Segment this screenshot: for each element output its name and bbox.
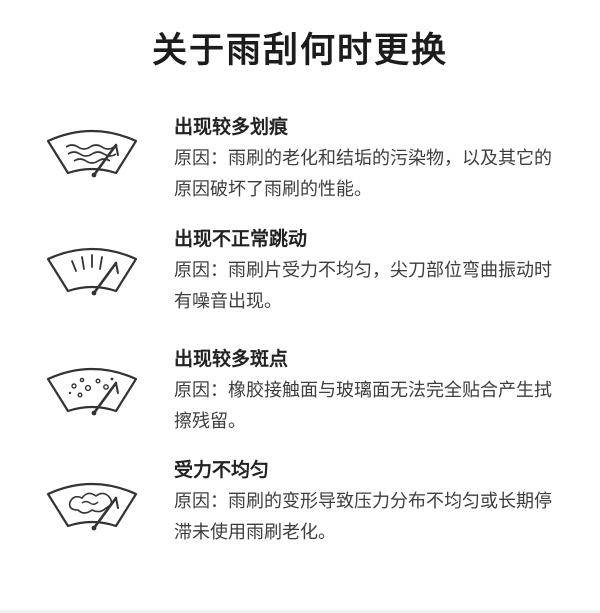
windshield-uneven-icon <box>44 476 140 532</box>
list-item-jumping: 出现不正常跳动 原因：雨刷片受力不均匀，尖刀部位弯曲振动时有噪音出现。 <box>0 227 600 337</box>
item-heading: 受力不均匀 <box>174 459 270 481</box>
item-description: 原因：橡胶接触面与玻璃面无法完全贴合产生拭擦残留。 <box>174 380 552 432</box>
item-description: 原因：雨刷的老化和结垢的污染物，以及其它的原因破坏了雨刷的性能。 <box>174 148 552 200</box>
item-heading: 出现较多斑点 <box>174 348 289 370</box>
page-title: 关于雨刮何时更换 <box>151 31 448 71</box>
item-heading: 出现较多划痕 <box>174 116 289 138</box>
list-item-scratches: 出现较多划痕 原因：雨刷的老化和结垢的污染物，以及其它的原因破坏了雨刷的性能。 <box>0 115 600 225</box>
windshield-jumping-icon <box>44 241 140 297</box>
windshield-spots-icon <box>44 361 140 417</box>
item-description: 原因：雨刷的变形导致压力分布不均匀或长期停滞未使用雨刷老化。 <box>174 491 552 543</box>
item-heading: 出现不正常跳动 <box>174 228 308 250</box>
list-item-uneven: 受力不均匀 原因：雨刷的变形导致压力分布不均匀或长期停滞未使用雨刷老化。 <box>0 458 600 568</box>
list-item-spots: 出现较多斑点 原因：橡胶接触面与玻璃面无法完全贴合产生拭擦残留。 <box>0 347 600 457</box>
item-description: 原因：雨刷片受力不均匀，尖刀部位弯曲振动时有噪音出现。 <box>174 260 552 312</box>
bottom-divider <box>0 610 600 613</box>
windshield-scratches-icon <box>44 123 140 179</box>
